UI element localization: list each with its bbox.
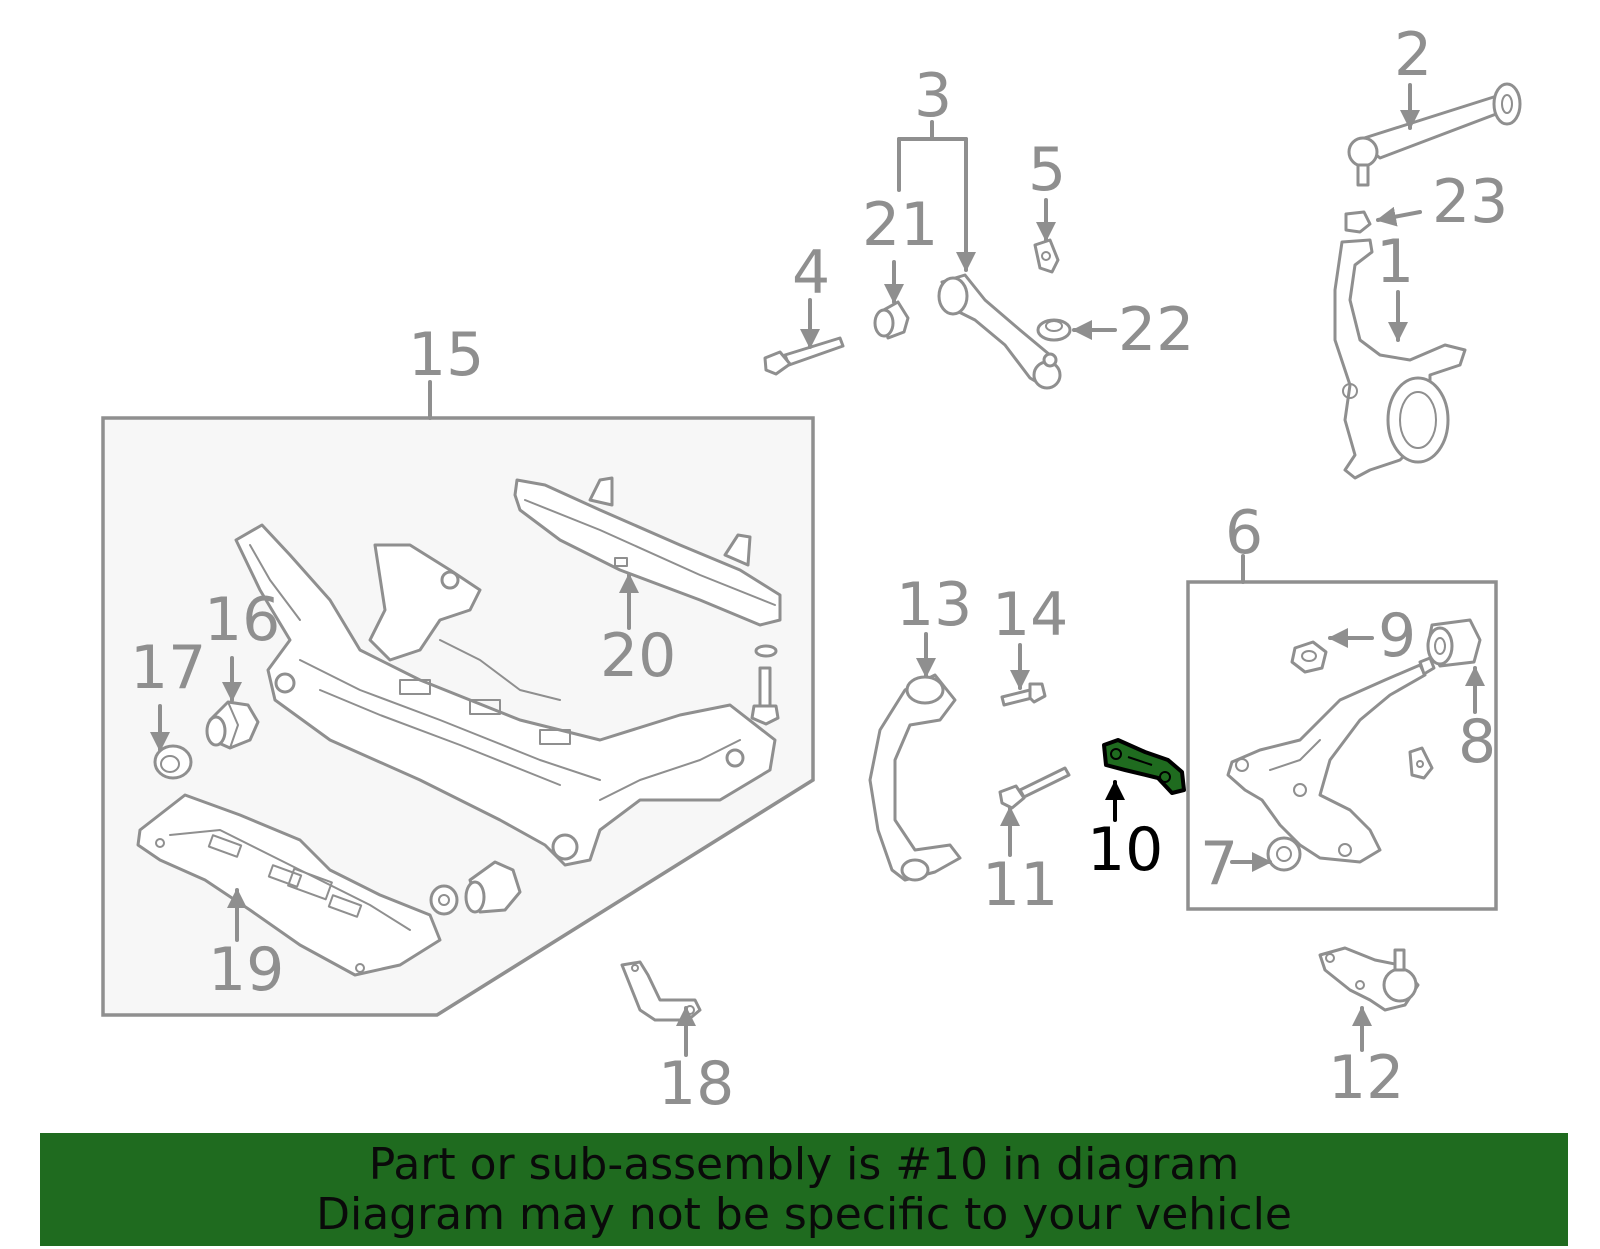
nut-9-part [1290,640,1328,674]
callout-12: 12 [1328,1043,1404,1113]
banner-line-2: Diagram may not be specific to your vehi… [316,1188,1292,1240]
banner-line-1: Part or sub-assembly is #10 in diagram [368,1138,1240,1190]
callout-22: 22 [1118,295,1194,365]
callout-8: 8 [1458,707,1496,777]
nut-22-part [1036,318,1072,342]
callout-4: 4 [792,238,830,308]
callout-labels: 1 2 3 4 5 6 7 8 9 10 11 12 13 14 15 16 1… [130,20,1508,1119]
callout-5: 5 [1028,135,1066,205]
front-crossbar-part [513,476,782,627]
lower-arm-13-part [868,673,962,882]
callout-16: 16 [204,585,280,655]
callout-23: 23 [1432,167,1508,237]
callout-17: 17 [130,633,206,703]
callout-10[interactable]: 10 [1087,815,1163,885]
clip-5-part [1033,238,1060,274]
callout-14: 14 [992,580,1068,650]
callout-7: 7 [1200,829,1238,899]
steering-knuckle-part [1333,238,1467,480]
callout-6: 6 [1225,498,1263,568]
upper-arm-part [1347,82,1522,187]
callout-15: 15 [408,320,484,390]
trailing-arm-part [937,273,1062,390]
ball-joint-12-part [1318,946,1420,1012]
nut-23-part [1344,210,1372,234]
subframe-bolt-part [750,644,780,726]
callout-18: 18 [658,1049,734,1119]
callout-21: 21 [862,190,938,260]
callout-9: 9 [1378,601,1416,671]
bolt-4-part [763,336,845,376]
callout-13: 13 [896,570,972,640]
callout-1: 1 [1376,227,1414,297]
callout-11: 11 [982,850,1058,920]
subframe-crossmember-part [234,523,777,867]
info-banner: Part or sub-assembly is #10 in diagram D… [40,1133,1568,1246]
skid-plate-part [136,793,442,977]
bracket-10-part[interactable] [1102,738,1186,795]
control-arm-part [1226,656,1436,872]
bracket-18-part [620,960,702,1022]
mount-bushing-part [429,860,522,916]
bushing-16-part [205,700,260,750]
bushing-21-part [873,300,910,340]
clip-box6-part [1408,746,1434,780]
bushing-8-part [1426,618,1482,668]
washer-17-part [153,744,193,780]
callout-3: 3 [914,61,952,131]
callout-2: 2 [1394,20,1432,90]
callout-19: 19 [208,935,284,1005]
bolt-14-part [1000,682,1047,707]
bolt-11-part [998,766,1071,810]
callout-20: 20 [600,621,676,691]
leader-lines [150,83,1485,1057]
